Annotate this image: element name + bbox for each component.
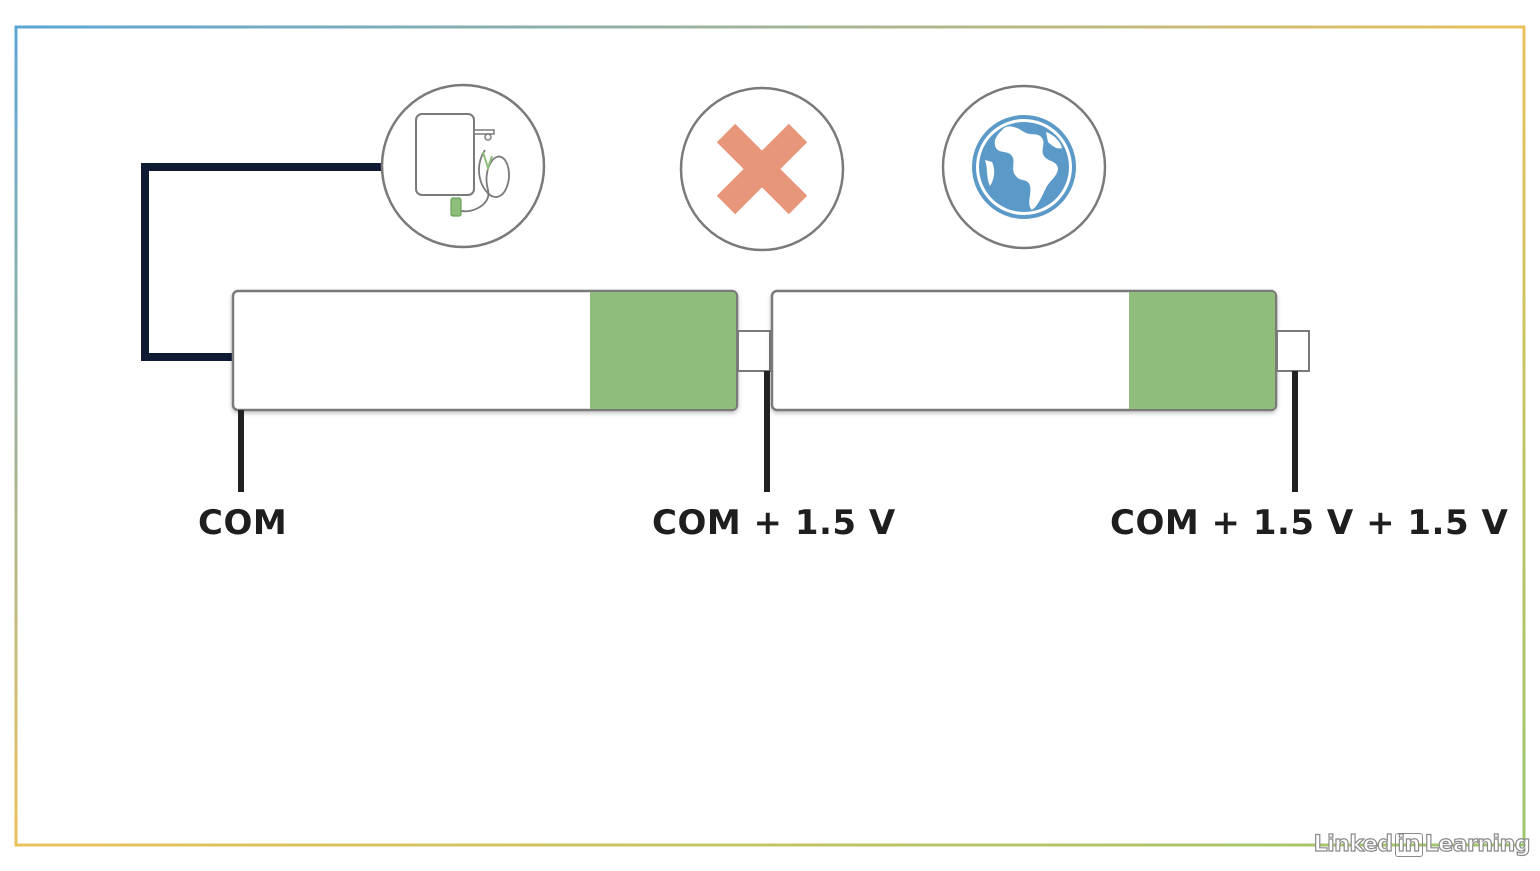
label-com-plus-1-5v: COM + 1.5 V	[652, 503, 896, 543]
power-adapter-icon	[380, 83, 546, 249]
connection-wire	[141, 163, 382, 361]
battery-2	[770, 289, 1278, 412]
watermark-learning-text: Learning	[1424, 831, 1531, 857]
globe-icon	[941, 84, 1107, 250]
frame-border	[14, 25, 1526, 847]
label-com-plus-3v: COM + 1.5 V + 1.5 V	[1110, 503, 1509, 543]
battery-1	[231, 289, 739, 412]
battery-2-terminal	[1276, 330, 1310, 372]
watermark-linked-text: Linked	[1313, 831, 1394, 857]
label-com: COM	[198, 503, 288, 543]
linkedin-learning-watermark: Linked in Learning	[1313, 831, 1531, 857]
x-mark-icon	[679, 86, 845, 252]
watermark-in-box: in	[1394, 832, 1423, 857]
battery-1-terminal	[737, 330, 771, 372]
